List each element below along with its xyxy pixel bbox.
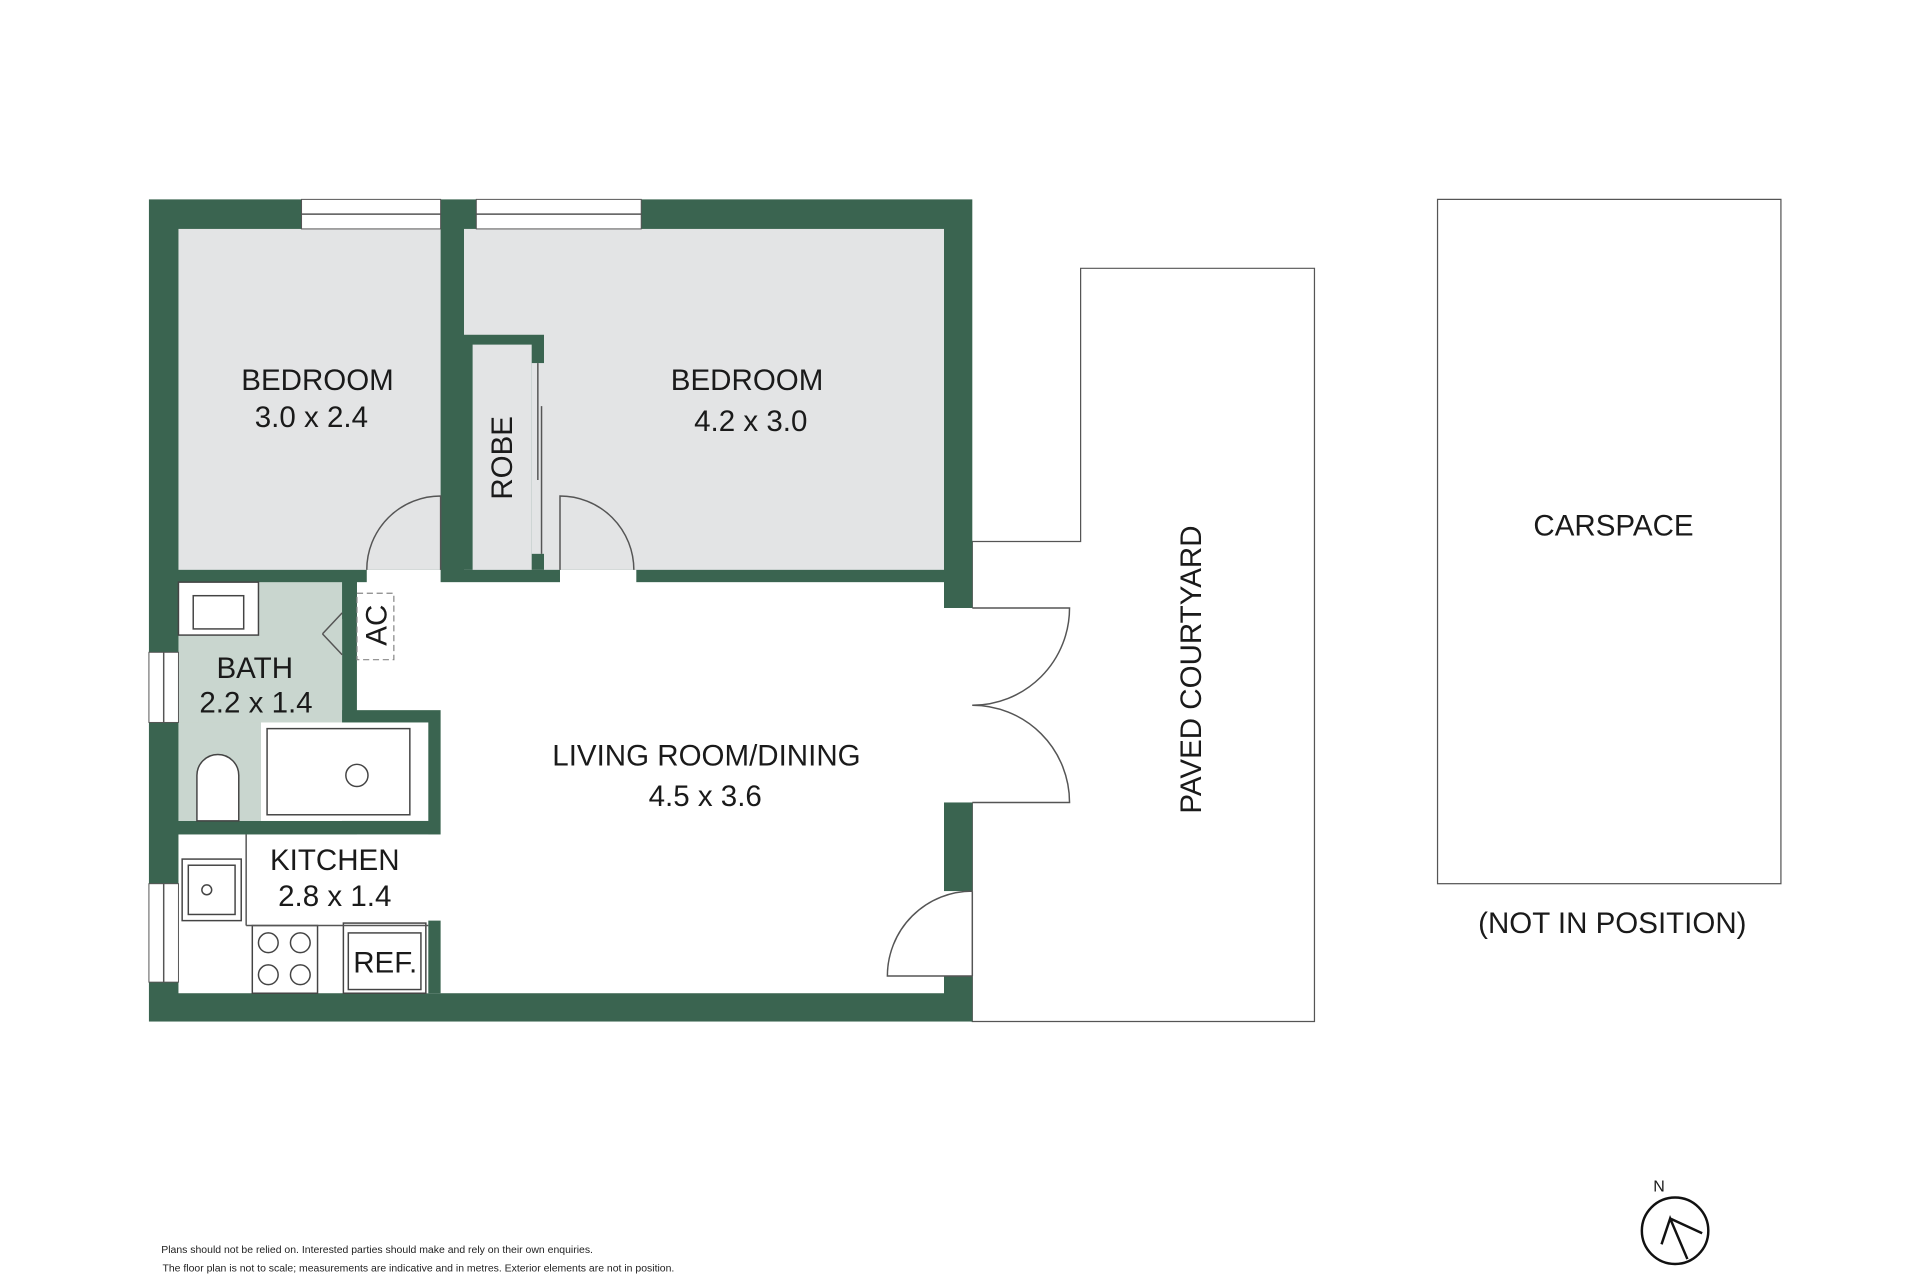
bedroom-1-size: 3.0 x 2.4 <box>255 401 368 434</box>
robe-label: ROBE <box>486 416 519 500</box>
bath-size: 2.2 x 1.4 <box>199 687 312 720</box>
robe-floor <box>472 344 532 570</box>
courtyard-label: PAVED COURTYARD <box>1175 525 1208 813</box>
kitchen-size: 2.8 x 1.4 <box>278 880 391 913</box>
north-compass-icon: N <box>1640 1178 1710 1266</box>
living-name: LIVING ROOM/DINING <box>552 740 860 773</box>
doors <box>321 495 1071 977</box>
disclaimer-line-1: Plans should not be relied on. Intereste… <box>161 1245 593 1256</box>
bedroom-1-floor <box>178 228 441 570</box>
fixtures <box>177 581 429 994</box>
carspace-outline <box>1436 198 1782 885</box>
bedroom-2-size: 4.2 x 3.0 <box>694 405 807 438</box>
carspace-label: CARSPACE <box>1533 509 1693 542</box>
ac-label: AC <box>360 605 393 646</box>
compass-label: N <box>1653 1178 1665 1195</box>
disclaimer-line-2: The floor plan is not to scale; measurem… <box>162 1263 674 1274</box>
living-size: 4.5 x 3.6 <box>649 780 762 813</box>
carspace-note: (NOT IN POSITION) <box>1478 907 1746 940</box>
windows <box>148 198 642 983</box>
paved-courtyard-outline <box>971 267 1316 1023</box>
ref-label: REF. <box>353 946 417 979</box>
ac-unit <box>356 592 395 661</box>
bathtub <box>266 727 411 816</box>
living-floor <box>356 582 944 994</box>
bath-name: BATH <box>217 652 294 685</box>
kitchen-name: KITCHEN <box>270 844 400 877</box>
bedroom-1-name: BEDROOM <box>241 364 394 397</box>
bedroom-2-name: BEDROOM <box>671 364 824 397</box>
